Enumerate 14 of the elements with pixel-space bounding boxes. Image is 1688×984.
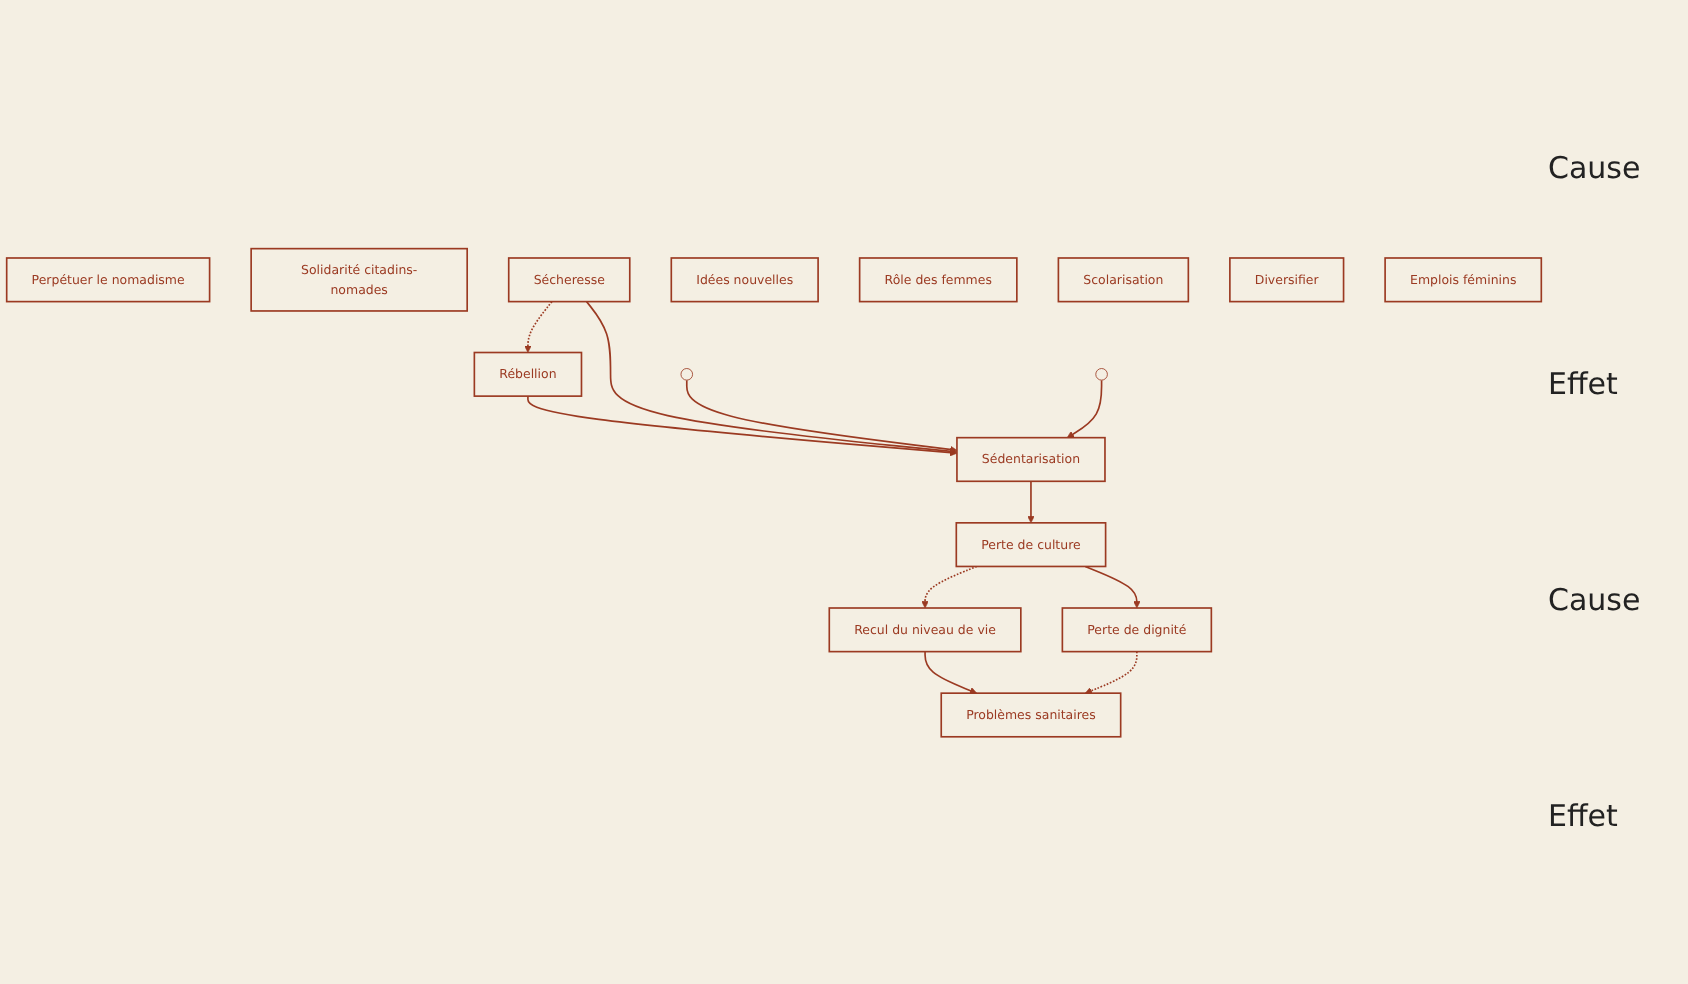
row-label: Effet xyxy=(1548,366,1620,402)
arrow xyxy=(1084,564,1141,608)
row-label: Cause xyxy=(1548,150,1643,186)
arrow xyxy=(921,564,978,608)
arrow xyxy=(685,378,958,453)
arrow xyxy=(524,300,553,353)
arrow xyxy=(1084,650,1138,694)
arrow xyxy=(924,650,978,694)
arrow xyxy=(1027,479,1035,523)
arrow xyxy=(1066,378,1103,438)
arrow xyxy=(527,394,958,456)
row-label: Cause xyxy=(1548,582,1643,618)
arrow xyxy=(585,300,958,455)
row-label: Effet xyxy=(1548,798,1620,834)
